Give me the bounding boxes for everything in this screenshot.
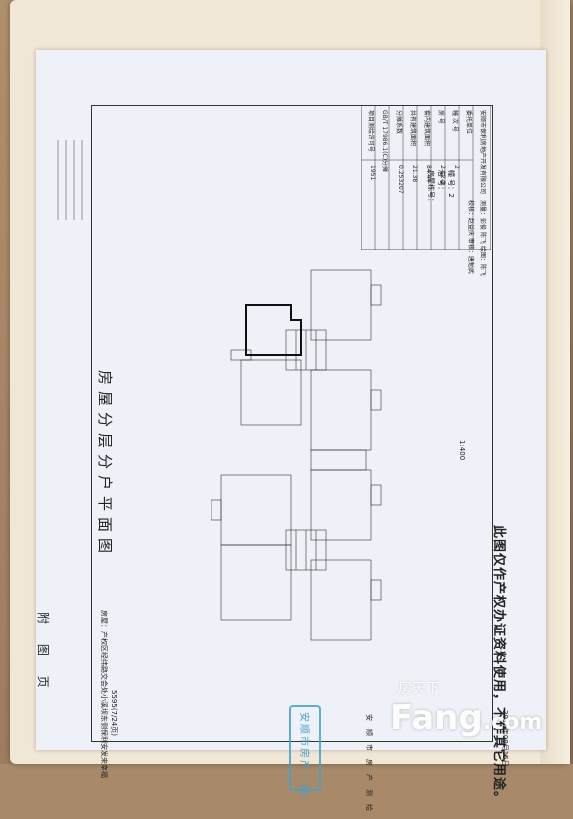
unit-outline [310,559,372,641]
table-row-label: 共有建筑面积 [409,110,416,147]
watermark-small: 房天下 [398,681,440,697]
table-row-label: 项目测绘许可号 [367,110,374,153]
floor-plan-svg [210,269,382,641]
table-row-label: 幢 次 号 [451,110,458,132]
margin-lines [57,140,83,220]
unit-outline [240,359,302,426]
drawing-frame [91,105,493,742]
table-row-label: GB/T 17986.1(C)分摊 [381,110,388,173]
surveyor-line: 测量：彭俊 陈飞 绘图：陈飞 [479,200,486,276]
watermark-brand: Fang [390,698,483,738]
stamp-text: 安顺市房产（测） [298,712,309,808]
table-row-label: 委托单位 [465,110,472,135]
watermark-tld: .com [482,710,543,735]
unit-outline [220,474,292,546]
document-number: 5595(7/24页) [110,690,118,736]
table-row-value: 21.38 [411,165,418,183]
table-row-label: 房 号 [437,110,444,124]
table-row-value: 0.253207 [397,165,404,194]
unit-outline [310,269,372,341]
watermark-logo: Fang.com [390,698,542,738]
floor-plan-drawing [210,260,421,650]
page-title: 房屋分层分户平面图 [96,370,114,560]
table-row-value: 1951 [369,165,376,181]
unit-outline [220,544,292,621]
scale-label: 1:400 [458,440,466,461]
table-row-value: 2-12-3 [439,165,446,185]
checker-line: 校核：赵益庆 审核：唐勉武 [467,200,474,274]
address-line: 房屋：产权区经纬路交会处小溪坝东侧保利安发来幸福 [100,610,108,778]
unit-outline [310,469,372,541]
annex-title: 附 图 页 [36,612,50,696]
table-row-value: 84.44 [425,165,432,183]
table-row-label: 分摊系数 [395,110,402,135]
issuer-name: 安顺市房产测绘 [365,714,373,819]
table-row-value: 2 [453,165,460,169]
table-row-label: 套内建筑面积 [423,110,430,147]
floor-plan-sheet: 附 图 页 房屋：产权区经纬路交会处小溪坝东侧保利安发来幸福 5595(7/24… [36,50,546,819]
unit-outline [310,369,372,451]
highlighted-unit [245,304,302,356]
table-title: 安顺市保利房地产开发有限公司 [479,110,486,195]
